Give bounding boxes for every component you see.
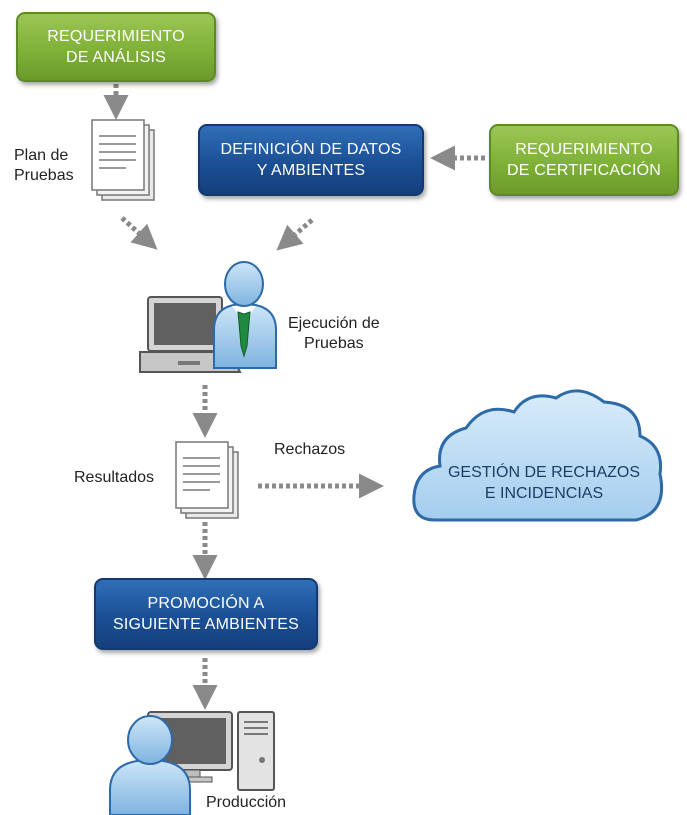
plan-label-line1: Plan de	[14, 147, 69, 164]
requerimiento-certificacion-box: REQUERIMIENTO DE CERTIFICACIÓN	[489, 124, 679, 196]
ejecucion-label-line2: Pruebas	[304, 335, 364, 352]
cloud-label: GESTIÓN DE RECHAZOS E INCIDENCIAS	[430, 462, 658, 504]
promocion-line2: SIGUIENTE AMBIENTES	[112, 616, 300, 633]
promocion-line1: PROMOCIÓN A	[147, 595, 265, 612]
plan-label-line2: Pruebas	[14, 167, 74, 184]
desktop-user-icon	[109, 711, 275, 815]
req-certificacion-line1: REQUERIMIENTO	[515, 141, 653, 158]
definicion-line2: Y AMBIENTES	[256, 162, 366, 179]
laptop-user-icon	[139, 261, 277, 373]
cloud-line2: E INCIDENCIAS	[484, 485, 604, 502]
requerimiento-analisis-box: REQUERIMIENTO DE ANÁLISIS	[16, 12, 216, 82]
rechazos-label: Rechazos	[274, 441, 346, 458]
resultados-label: Resultados	[74, 469, 155, 486]
results-document-icon	[175, 441, 239, 519]
req-analisis-line2: DE ANÁLISIS	[65, 49, 167, 66]
plan-document-icon	[91, 119, 155, 201]
produccion-label: Producción	[206, 794, 287, 811]
arrow-definicion-to-ejecucion	[276, 218, 314, 251]
plan-pruebas-label: Plan de Pruebas	[14, 146, 74, 186]
definicion-datos-box: DEFINICIÓN DE DATOS Y AMBIENTES	[198, 124, 424, 196]
ejecucion-label: Ejecución de Pruebas	[288, 314, 380, 354]
req-certificacion-line2: DE CERTIFICACIÓN	[506, 162, 662, 179]
cloud-shape	[412, 389, 664, 522]
cloud-line1: GESTIÓN DE RECHAZOS	[447, 464, 641, 481]
arrow-plan-to-ejecucion	[120, 216, 158, 250]
definicion-line1: DEFINICIÓN DE DATOS	[220, 141, 402, 158]
req-analisis-line1: REQUERIMIENTO	[47, 28, 185, 45]
ejecucion-label-line1: Ejecución de	[288, 315, 380, 332]
promocion-box: PROMOCIÓN A SIGUIENTE AMBIENTES	[94, 578, 318, 650]
